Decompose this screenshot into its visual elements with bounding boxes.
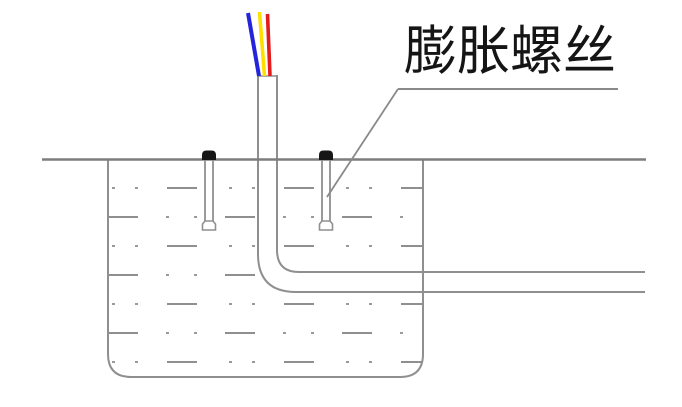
annotation-label: 膨胀螺丝: [404, 23, 616, 81]
wire-yellow: [257, 11, 267, 77]
screw-anchor-base: [201, 220, 217, 231]
conduit-pipe: [257, 75, 645, 293]
wire-red: [265, 13, 272, 77]
expansion-screw-left: [201, 150, 217, 231]
conduit-inner-line: [276, 75, 645, 273]
screw-head: [319, 150, 333, 160]
screw-head: [202, 150, 216, 160]
expansion-screw-right: [318, 150, 334, 231]
wires: [246, 11, 272, 77]
screw-anchor-base: [318, 220, 334, 231]
conduit-outer-line: [257, 75, 645, 293]
leader-diagonal-line: [326, 88, 399, 198]
foundation-outline: [107, 159, 424, 378]
wire-blue: [246, 12, 261, 77]
annotation-leader: [326, 88, 618, 198]
